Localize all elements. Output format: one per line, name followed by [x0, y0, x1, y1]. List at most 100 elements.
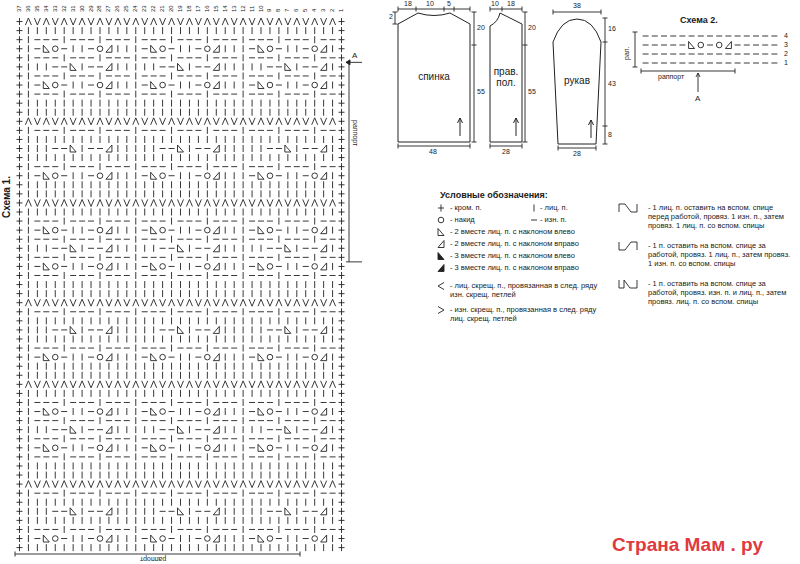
stitch-symbol	[178, 348, 184, 349]
stitch-symbol	[296, 181, 297, 188]
stitch-symbol	[178, 456, 184, 457]
stitch-symbol	[339, 45, 345, 52]
stitch-symbol	[243, 127, 244, 134]
stitch-symbol	[332, 372, 333, 379]
stitch-symbol	[70, 75, 76, 76]
stitch-symbol	[323, 363, 324, 370]
stitch-symbol	[171, 372, 172, 379]
stitch-symbol	[332, 154, 333, 161]
stitch-symbol	[70, 63, 76, 70]
stitch-symbol	[79, 381, 85, 388]
stitch-symbol	[234, 63, 235, 70]
stitch-symbol	[258, 381, 264, 388]
stitch-symbol	[70, 426, 76, 433]
stitch-symbol	[151, 275, 157, 276]
stitch-symbol	[186, 130, 192, 131]
stitch-symbol	[195, 257, 201, 258]
stitch-symbol	[124, 456, 130, 457]
stitch-symbol	[243, 263, 244, 270]
stitch-symbol	[97, 82, 103, 88]
stitch-symbol	[117, 109, 118, 116]
stitch-symbol	[213, 420, 219, 421]
stitch-symbol	[186, 381, 192, 388]
stitch-symbol	[37, 145, 38, 152]
stitch-symbol	[285, 18, 291, 25]
stitch-symbol	[171, 254, 172, 261]
stitch-symbol	[79, 420, 85, 421]
stitch-symbol	[162, 100, 163, 107]
stitch-symbol	[178, 221, 184, 222]
stitch-symbol	[186, 299, 192, 306]
stitch-symbol	[186, 221, 192, 222]
stitch-symbol	[64, 335, 65, 342]
stitch-symbol	[144, 317, 145, 324]
stitch-symbol	[249, 275, 255, 276]
stitch-symbol	[34, 75, 40, 76]
stitch-symbol	[216, 100, 217, 107]
stitch-symbol	[52, 275, 58, 276]
stitch-symbol	[151, 239, 157, 240]
stitch-symbol	[37, 136, 38, 143]
stitch-symbol	[178, 326, 184, 333]
stitch-symbol	[296, 354, 297, 361]
stitch-symbol	[52, 348, 58, 349]
stitch-symbol	[73, 109, 74, 116]
stitch-symbol	[171, 272, 172, 279]
stitch-symbol	[142, 438, 148, 439]
stitch-symbol	[169, 48, 175, 49]
stitch-symbol	[332, 354, 333, 361]
stitch-symbol	[153, 372, 154, 379]
stitch-symbol	[261, 145, 262, 152]
stitch-symbol	[91, 136, 92, 143]
stitch-symbol	[303, 94, 309, 95]
stitch-symbol	[108, 472, 109, 479]
stitch-symbol	[225, 426, 226, 433]
stitch-symbol	[213, 166, 219, 167]
stitch-symbol	[126, 426, 127, 433]
stitch-symbol	[52, 82, 58, 88]
stitch-symbol	[64, 27, 65, 34]
stitch-symbol	[234, 154, 235, 161]
stitch-symbol	[186, 118, 192, 125]
stitch-symbol	[135, 190, 136, 197]
stitch-symbol	[43, 348, 49, 349]
stitch-symbol	[249, 175, 255, 176]
stitch-symbol	[25, 481, 31, 488]
stitch-symbol	[267, 82, 273, 88]
stitch-symbol	[225, 63, 226, 70]
stitch-symbol	[303, 299, 309, 306]
stitch-symbol	[16, 145, 22, 152]
stitch-symbol	[99, 390, 100, 397]
stitch-symbol	[267, 221, 273, 222]
stitch-symbol	[249, 199, 255, 206]
stitch-symbol	[205, 354, 211, 360]
stitch-symbol	[151, 39, 157, 40]
stitch-symbol	[28, 54, 29, 61]
stitch-symbol	[252, 281, 253, 288]
stitch-symbol	[314, 27, 315, 34]
stitch-symbol	[234, 136, 235, 143]
stitch-symbol	[79, 75, 85, 76]
stitch-symbol	[79, 39, 85, 40]
stitch-symbol	[99, 308, 100, 315]
stitch-symbol	[16, 444, 22, 451]
stitch-symbol	[160, 248, 166, 249]
stitch-symbol	[339, 136, 345, 143]
stitch-symbol	[180, 154, 181, 161]
stitch-symbol	[278, 272, 279, 279]
stitch-symbol	[28, 172, 29, 179]
stitch-symbol	[195, 411, 201, 412]
stitch-symbol	[73, 462, 74, 469]
stitch-symbol	[269, 462, 270, 469]
stitch-symbol	[225, 326, 226, 333]
stitch-symbol	[276, 199, 282, 206]
stitch-symbol	[16, 499, 22, 506]
stitch-symbol	[296, 263, 297, 270]
stitch-symbol	[169, 357, 175, 358]
stitch-symbol	[198, 372, 199, 379]
stitch-symbol	[330, 456, 336, 457]
stitch-symbol	[287, 462, 288, 469]
stitch-symbol	[178, 481, 184, 488]
stitch-symbol	[82, 426, 83, 433]
stitch-symbol	[117, 136, 118, 143]
